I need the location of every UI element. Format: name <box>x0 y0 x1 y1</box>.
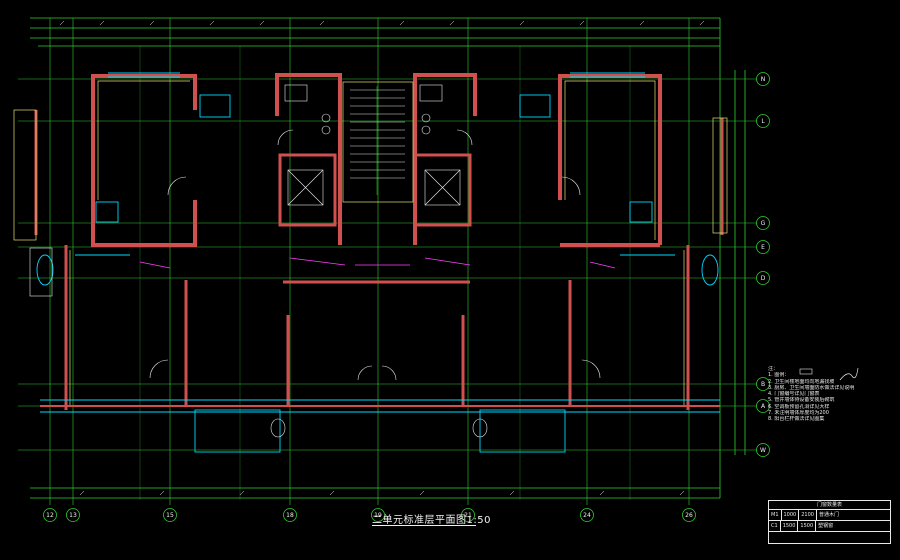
title-underline <box>372 525 476 526</box>
legend-swatch <box>799 368 813 375</box>
table-cell: 塑钢窗 <box>818 523 834 529</box>
wall-outlines <box>13 80 728 405</box>
table-title: 门窗数量表 <box>769 501 890 510</box>
axis-label-v-1: 13 <box>69 512 77 519</box>
note-line: 6. 空调板预留孔洞详见大样 <box>768 403 830 410</box>
dimension-ticks <box>59 20 705 496</box>
note-line: 5. 管井墙体待设备安装后砌筑 <box>768 397 835 404</box>
table-cell: 2100 <box>799 510 817 520</box>
note-line: 2. 卫生间楼地面均向地漏找坡 <box>768 378 835 385</box>
general-notes: 注： 1. 图例： 2. 卫生间楼地面均向地漏找坡 3. 厨房、卫生间墙面防水做… <box>768 366 892 423</box>
note-line: 3. 厨房、卫生间墙面防水做法详见说明 <box>768 384 855 391</box>
notes-heading: 注： <box>768 366 779 372</box>
axis-label-h-2: G <box>761 220 766 227</box>
note-line: 8. 阳台栏杆做法详见图集 <box>768 416 825 423</box>
axis-label-h-7: W <box>760 447 766 454</box>
axis-label-h-1: L <box>761 118 765 125</box>
drawing-title: 二单元标准层平面图1:50 <box>372 515 491 526</box>
axis-label-v-2: 15 <box>166 512 174 519</box>
vertical-axis-lines <box>49 18 690 505</box>
table-cell: C1 <box>769 521 781 531</box>
axis-bubbles-right <box>756 72 770 457</box>
north-squiggle <box>839 367 859 381</box>
axis-label-v-5: 21 <box>464 512 472 519</box>
door-window-table: 门窗数量表 M1 1000 2100 普通木门 C1 1500 1500 塑钢窗 <box>768 500 891 544</box>
table-cell: 普通木门 <box>818 512 839 518</box>
axis-label-v-6: 24 <box>583 512 591 519</box>
note-line: 1. 图例： <box>768 372 790 379</box>
note-line: 7. 未注明墙体厚度均为200 <box>768 410 829 417</box>
axis-bubbles-bottom <box>43 508 696 522</box>
walls <box>34 73 724 410</box>
axis-label-v-3: 18 <box>286 512 294 519</box>
table-row: C1 1500 1500 塑钢窗 <box>769 521 890 532</box>
axis-label-h-0: N <box>761 76 766 83</box>
table-cell: 1500 <box>781 521 799 531</box>
axis-label-h-5: B <box>761 381 765 388</box>
axis-label-v-4: 19 <box>374 512 382 519</box>
axis-label-h-4: D <box>761 275 766 282</box>
cyan-fixtures <box>36 72 720 453</box>
magenta-annotations <box>139 257 616 269</box>
drawing-frame <box>30 17 746 499</box>
axis-label-v-0: 12 <box>46 512 54 519</box>
elevator-symbols <box>287 169 461 206</box>
horizontal-axis-lines <box>18 78 760 451</box>
axis-label-h-6: A <box>761 403 766 410</box>
table-cell: M1 <box>769 510 782 520</box>
table-row: M1 1000 2100 普通木门 <box>769 510 890 521</box>
note-line: 4. 门窗编号详见门窗表 <box>768 391 820 398</box>
stair-treads <box>350 86 405 195</box>
axis-label-v-7: 26 <box>685 512 693 519</box>
kitchen-fixtures <box>29 84 488 438</box>
door-swings <box>149 129 601 381</box>
axis-label-h-3: E <box>761 244 765 251</box>
table-cell: 1500 <box>798 521 817 531</box>
table-cell: 1000 <box>782 510 800 520</box>
